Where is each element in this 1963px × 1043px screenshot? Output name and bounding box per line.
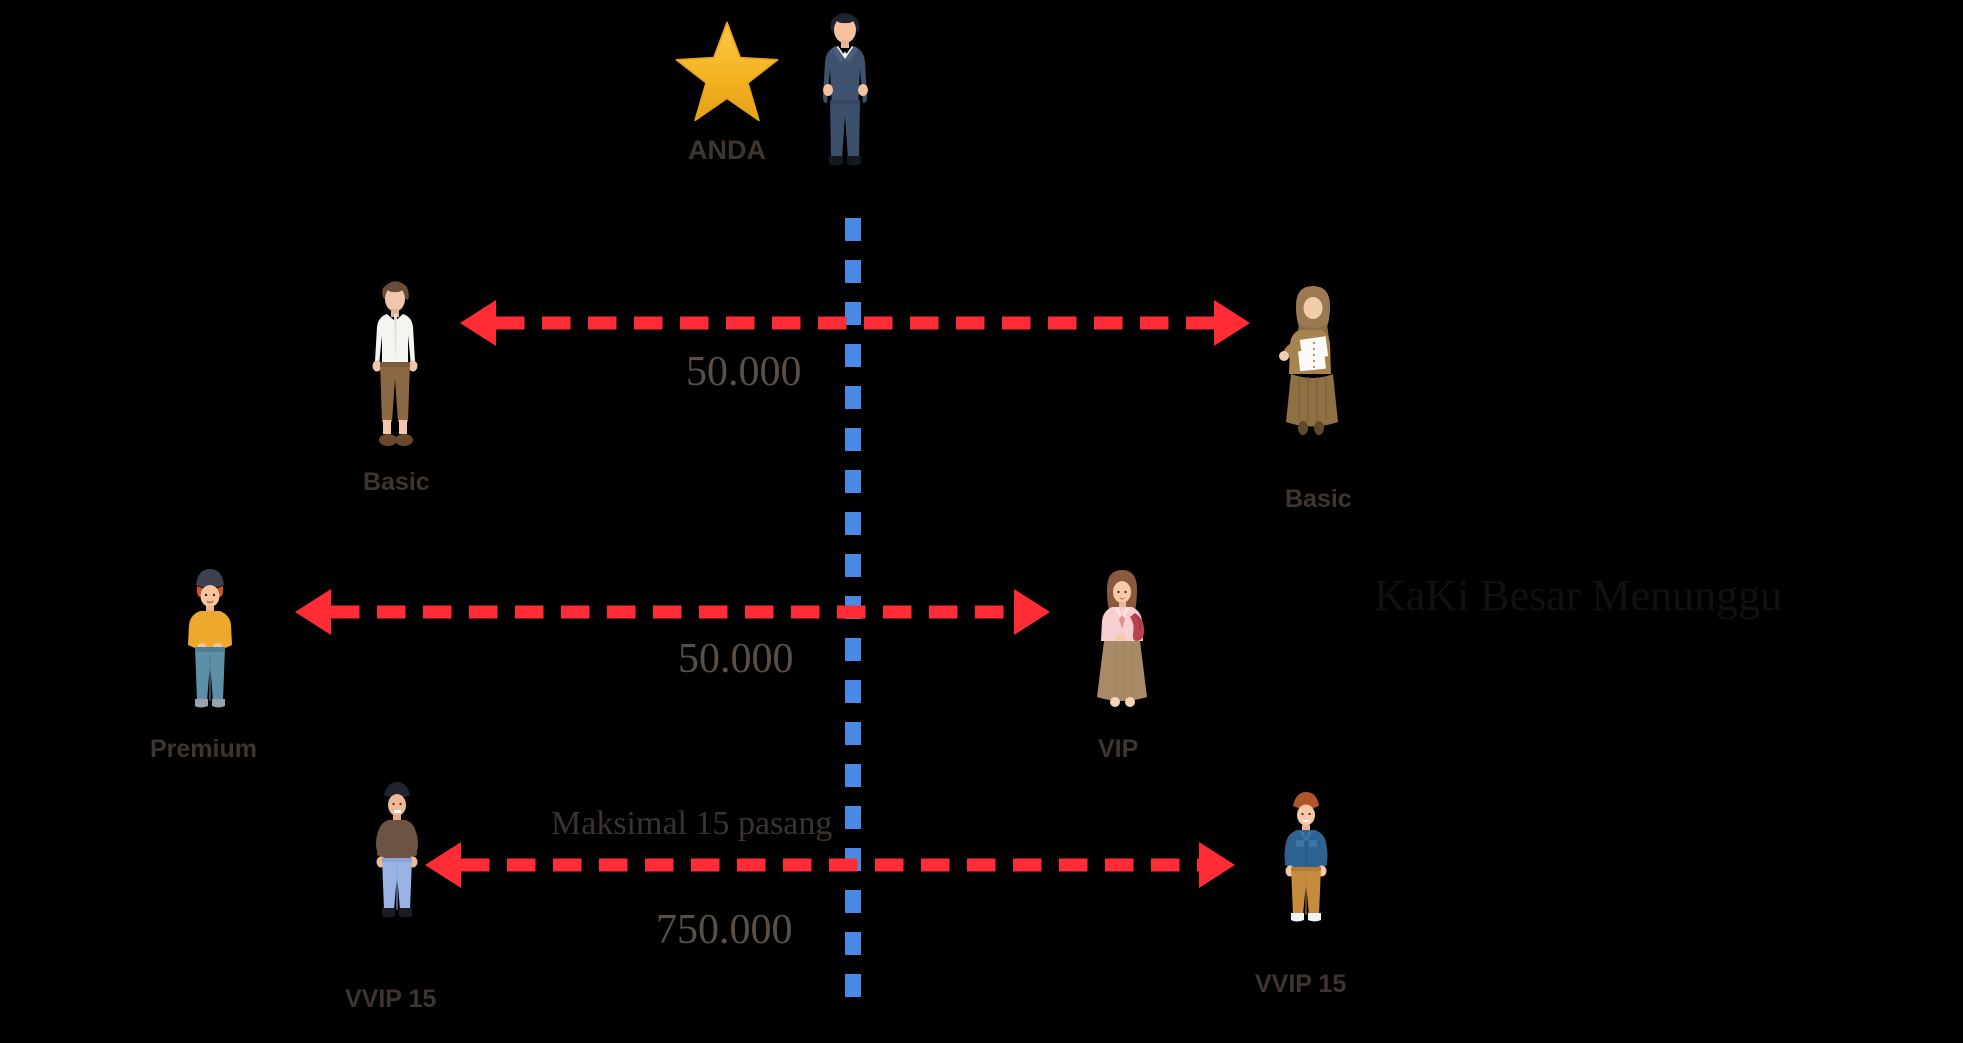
row-basic-left-label: Basic — [363, 468, 430, 496]
arrow-head-right-icon — [1214, 300, 1250, 346]
star-icon — [672, 18, 782, 128]
side-heading: KaKi Besar Menunggu — [1374, 571, 1783, 620]
row-vvip-price: 750.000 — [656, 907, 793, 953]
person-pink-blouse-figure — [1090, 565, 1154, 725]
row-vvip-arrow — [425, 842, 1235, 888]
person-brown-tshirt-figure — [367, 778, 427, 938]
person-yellow-sweater-figure — [178, 565, 242, 725]
person-white-shirt-figure — [365, 270, 425, 460]
row-premium-arrow — [295, 589, 1050, 635]
arrow-shaft — [496, 316, 1214, 330]
row-vvip-right-label: VVIP 15 — [1255, 970, 1347, 998]
row-basic-arrow — [460, 300, 1250, 346]
row-basic-price: 50.000 — [686, 349, 802, 395]
anda-label: ANDA — [688, 135, 766, 165]
arrow-head-right-icon — [1199, 842, 1235, 888]
row-premium-price: 50.000 — [678, 636, 794, 682]
row-vvip-note: Maksimal 15 pasang — [551, 805, 833, 842]
row-basic-right-label: Basic — [1285, 485, 1352, 513]
person-hijab-figure — [1275, 280, 1345, 460]
row-premium-left-label: Premium — [150, 735, 257, 763]
businessman-figure — [810, 4, 880, 179]
arrow-shaft — [331, 605, 1014, 619]
row-vvip-left-label: VVIP 15 — [345, 985, 437, 1013]
arrow-head-left-icon — [460, 300, 496, 346]
arrow-head-left-icon — [295, 589, 331, 635]
row-vip-right-label: VIP — [1098, 735, 1139, 763]
arrow-head-left-icon — [425, 842, 461, 888]
arrow-shaft — [461, 858, 1199, 872]
arrow-head-right-icon — [1014, 589, 1050, 635]
person-blue-shirt-figure — [1275, 788, 1337, 940]
